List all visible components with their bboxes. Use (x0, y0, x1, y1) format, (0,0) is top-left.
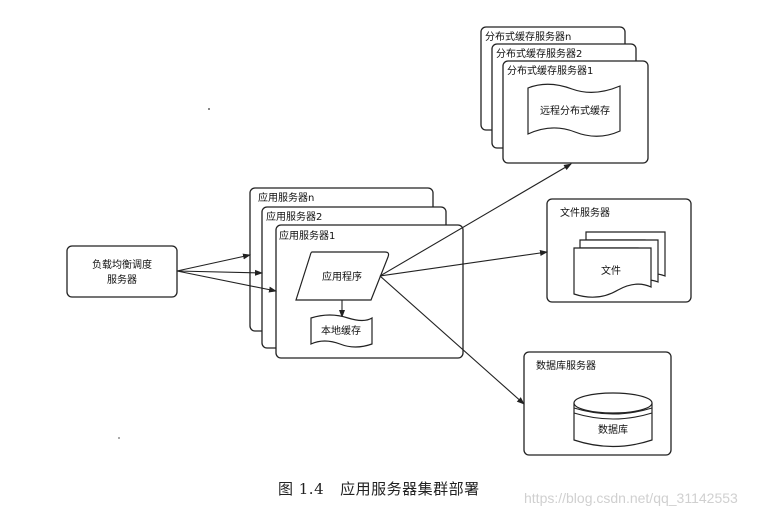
file-server-label: 文件服务器 (560, 206, 610, 219)
cache-server-1: 分布式缓存服务器1 远程分布式缓存 (502, 60, 649, 164)
app-program-node: 应用程序 (295, 251, 390, 301)
load-balancer-label-line1: 负载均衡调度 (92, 258, 152, 271)
local-cache-node: 本地缓存 (310, 314, 373, 348)
cache-server-stack: 分布式缓存服务器n 分布式缓存服务器2 分布式缓存服务器1 远程分布式缓存 (480, 26, 649, 164)
file-server-node: 文件服务器 文件 (546, 198, 692, 303)
file-content-label: 文件 (601, 264, 621, 277)
database-cylinder-icon (573, 392, 653, 448)
lb-to-app-server-2-arrow (176, 269, 263, 276)
app-program-label: 应用程序 (322, 270, 362, 283)
file-page-front (573, 247, 652, 298)
watermark: https://blog.csdn.net/qq_31142553 (524, 490, 738, 506)
db-server-node: 数据库服务器 数据库 (523, 351, 672, 456)
scan-dot (118, 437, 120, 439)
app-server-n-label: 应用服务器n (258, 191, 314, 204)
app-to-cache-arrow (379, 163, 572, 277)
scan-dot (208, 108, 210, 110)
app-server-1: 应用服务器1 应用程序 本地缓存 (275, 224, 464, 359)
figure-number: 图 1.4 (278, 480, 325, 498)
cache-server-2-label: 分布式缓存服务器2 (496, 47, 582, 60)
figure-caption: 图 1.4 应用服务器集群部署 (278, 478, 480, 499)
cache-server-n-label: 分布式缓存服务器n (485, 30, 571, 43)
app-server-1-label: 应用服务器1 (279, 229, 335, 242)
db-server-label: 数据库服务器 (536, 359, 596, 372)
remote-cache-label: 远程分布式缓存 (540, 104, 610, 117)
app-to-db-server-arrow (379, 275, 525, 405)
db-content-label: 数据库 (598, 423, 628, 436)
lb-to-app-server-n-arrow (176, 253, 251, 272)
app-server-2-label: 应用服务器2 (266, 210, 322, 223)
app-server-stack: 应用服务器n 应用服务器2 应用服务器1 应用程序 本地缓存 (249, 187, 464, 359)
lb-to-app-server-1-arrow (176, 270, 277, 293)
remote-cache-node: 远程分布式缓存 (527, 83, 621, 137)
load-balancer-node: 负载均衡调度 服务器 (66, 245, 178, 298)
app-to-file-server-arrow (379, 250, 548, 277)
local-cache-label: 本地缓存 (321, 324, 361, 337)
figure-title: 应用服务器集群部署 (340, 480, 480, 498)
cache-server-1-label: 分布式缓存服务器1 (507, 64, 593, 77)
load-balancer-label-line2: 服务器 (107, 273, 137, 286)
